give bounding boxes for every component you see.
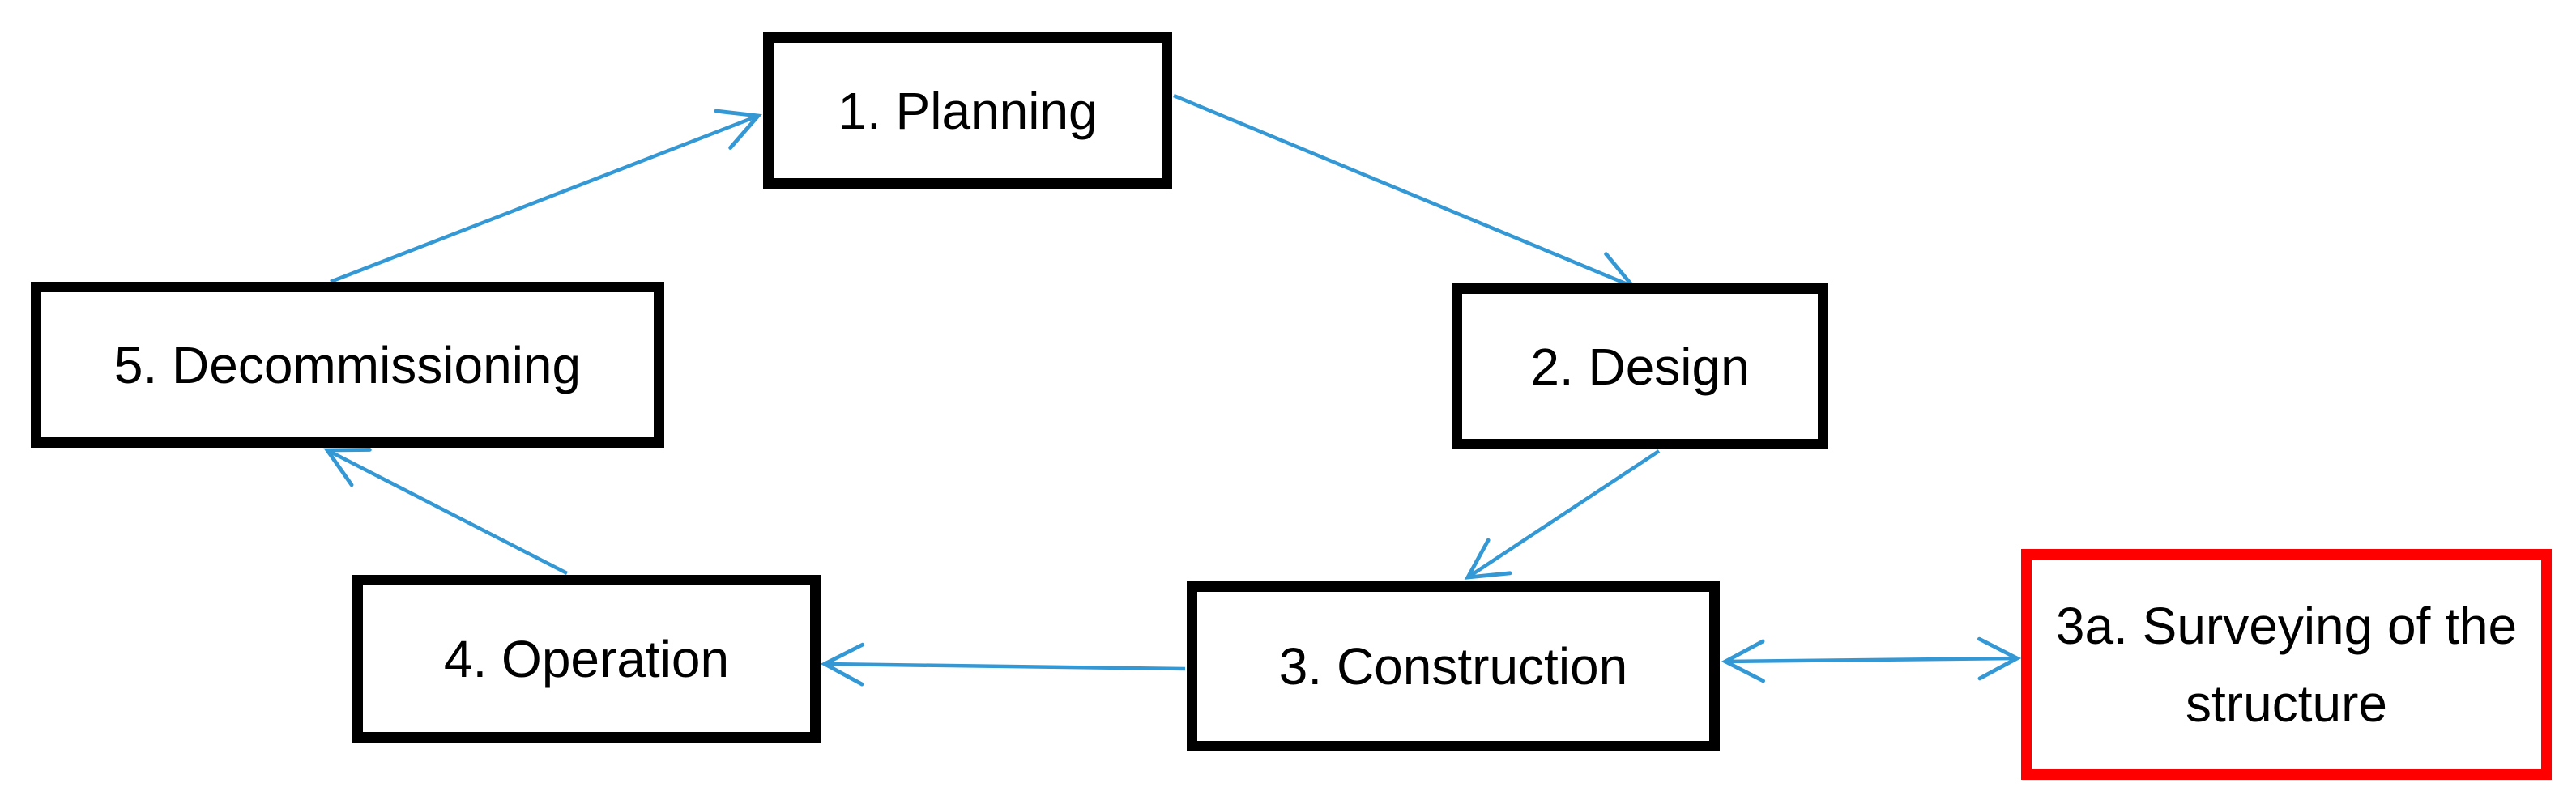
- node-construction-label: 3. Construction: [1278, 637, 1628, 696]
- node-construction: 3. Construction: [1187, 581, 1720, 751]
- node-design: 2. Design: [1452, 283, 1828, 449]
- node-planning: 1. Planning: [763, 32, 1172, 189]
- node-decommissioning: 5. Decommissioning: [31, 282, 664, 448]
- node-planning-label: 1. Planning: [838, 81, 1098, 140]
- arrow-design-to-construction: [1464, 449, 1661, 580]
- arrow-decommissioning-to-planning: [330, 109, 762, 284]
- node-operation-label: 4. Operation: [443, 629, 730, 688]
- node-surveying: 3a. Surveying of the structure: [2021, 549, 2552, 780]
- node-operation: 4. Operation: [352, 575, 821, 743]
- node-surveying-label: 3a. Surveying of the structure: [2055, 596, 2518, 733]
- arrow-construction-to-operation: [820, 642, 1186, 687]
- arrow-construction-surveying-bidirectional: [1721, 636, 2022, 683]
- node-decommissioning-label: 5. Decommissioning: [113, 335, 582, 394]
- node-design-label: 2. Design: [1530, 337, 1750, 396]
- arrow-operation-to-decommissioning: [323, 448, 569, 576]
- arrow-planning-to-design: [1173, 93, 1637, 293]
